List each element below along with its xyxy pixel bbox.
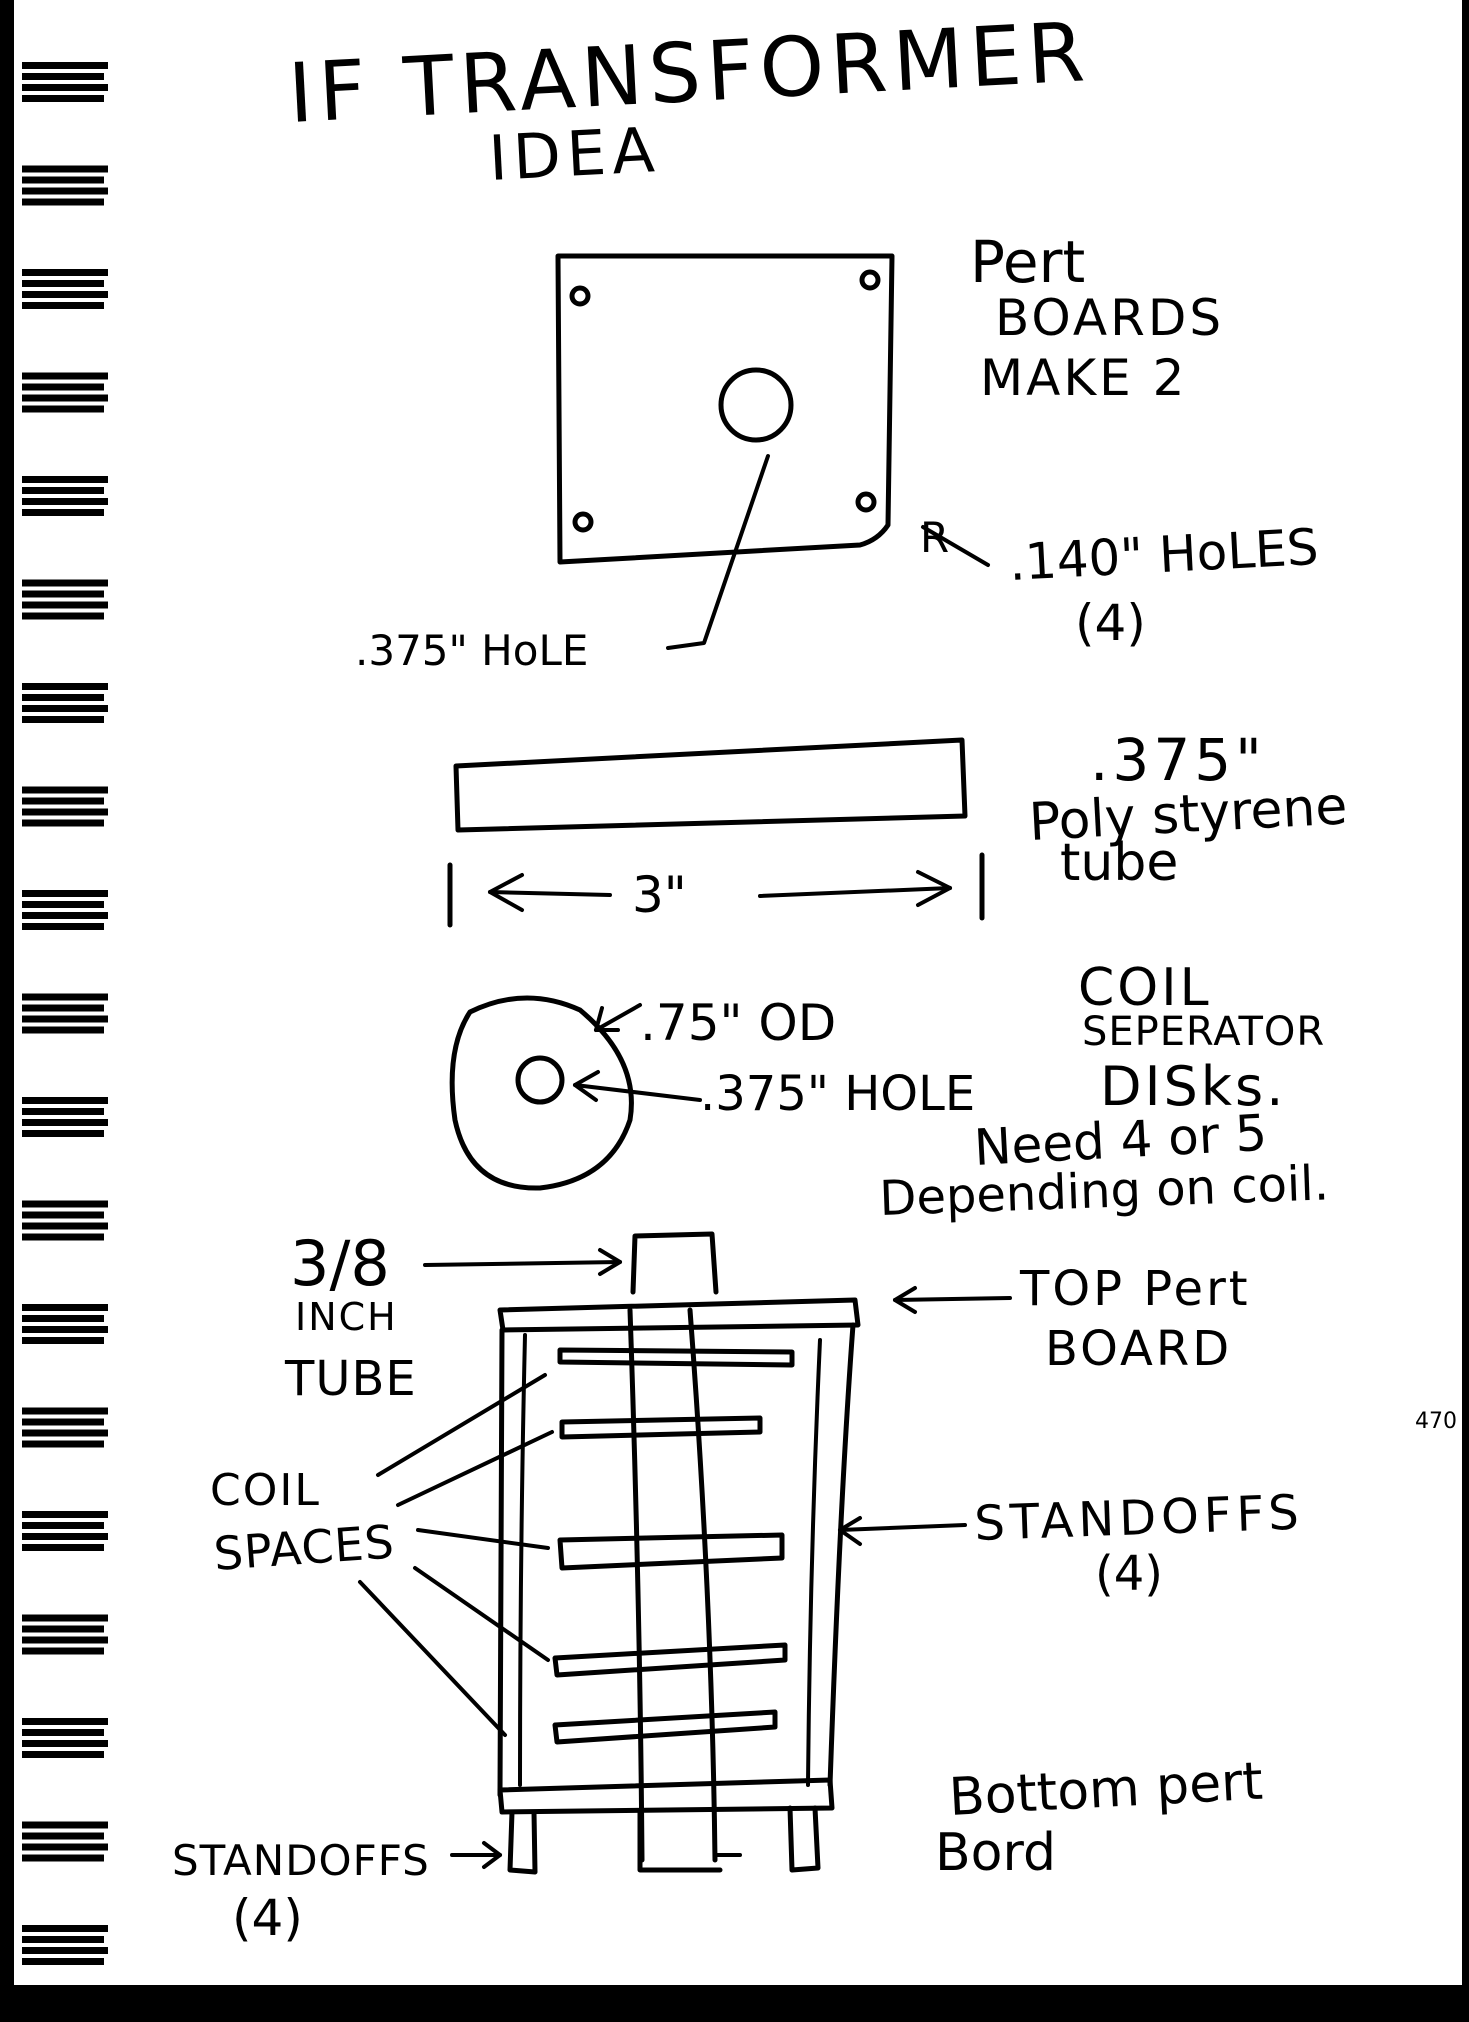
disk-hole-label: .375" HOLE	[700, 1066, 975, 1122]
disk-center-hole-icon	[515, 1055, 565, 1105]
disk-od-label: .75" OD	[640, 994, 836, 1052]
binding-ring	[22, 1407, 108, 1448]
disk-drawing	[449, 995, 702, 1191]
corner-hole-icon	[859, 269, 881, 291]
paper-left-edge	[0, 0, 14, 1985]
binding-ring	[22, 269, 108, 309]
binding-ring	[22, 786, 108, 827]
corner-holes-label-line2: (4)	[1075, 594, 1146, 652]
radius-mark: R	[920, 513, 949, 562]
binding-ring	[22, 579, 108, 620]
bottom-board-label-line1: Bottom pert	[948, 1752, 1265, 1828]
binding-ring	[22, 1821, 108, 1862]
perf-board-label-line3: MAKE 2	[980, 349, 1187, 407]
standoffs-right-label-line2: (4)	[1095, 1546, 1163, 1602]
paper-sheet	[0, 0, 1462, 1985]
bottom-board-label-line2: Bord	[935, 1823, 1056, 1883]
title-line1: IF TRANSFORMER	[286, 5, 1093, 142]
binding-ring	[22, 476, 108, 516]
assembly-tube-label-line1: 3/8	[290, 1227, 390, 1300]
binding-ring	[22, 890, 108, 930]
center-hole-icon	[718, 367, 794, 443]
binding-ring	[22, 1304, 108, 1344]
spiral-binding	[0, 0, 108, 1985]
assembly-tube-label-line2: INCH	[295, 1295, 398, 1339]
tube-drawing	[447, 737, 985, 928]
binding-ring	[22, 993, 108, 1034]
perf-board-label-line2: BOARDS	[995, 289, 1224, 347]
binding-ring	[22, 683, 108, 723]
corner-hole-icon	[569, 285, 591, 307]
disk-title-line3: DISks.	[1100, 1055, 1286, 1118]
standoffs-right-label-line1: STANDOFFS	[973, 1485, 1304, 1552]
corner-hole-icon	[572, 511, 594, 533]
corner-hole-icon	[855, 491, 877, 513]
center-hole-label: .375" HoLE	[355, 626, 588, 675]
standoffs-bottom-label-line2: (4)	[232, 1889, 303, 1947]
assembly-drawing	[358, 1231, 1012, 1875]
binding-ring	[22, 1614, 108, 1655]
binding-ring	[22, 1097, 108, 1137]
coil-spaces-label-line2: SPACES	[212, 1514, 396, 1580]
tube-label-line3: tube	[1060, 833, 1178, 893]
binding-ring	[22, 62, 108, 102]
title-line2: IDEA	[487, 113, 662, 195]
disk-note-line2: Depending on coil.	[878, 1155, 1329, 1227]
disk-title-line1: COIL	[1078, 958, 1212, 1018]
disk-title-line2: SEPERATOR	[1082, 1009, 1325, 1055]
tube-label-line1: .375"	[1090, 726, 1266, 794]
tube-length-label: 3"	[632, 866, 687, 924]
assembly-tube-label-line3: TUBE	[284, 1351, 417, 1407]
binding-ring	[22, 1718, 108, 1758]
top-board-label-line2: BOARD	[1045, 1321, 1232, 1377]
binding-ring	[22, 372, 108, 413]
binding-ring	[22, 1200, 108, 1241]
top-board-label-line1: TOP Pert	[1019, 1261, 1251, 1317]
perf-board-drawing: R	[555, 253, 990, 650]
corner-holes-label-line1: .140" HoLES	[1008, 518, 1320, 592]
coil-spaces-label-line1: COIL	[210, 1465, 321, 1516]
binding-ring	[22, 1511, 108, 1551]
standoffs-bottom-label-line1: STANDOFFS	[172, 1836, 430, 1885]
binding-ring	[22, 165, 108, 206]
margin-mark: 470	[1415, 1409, 1457, 1434]
binding-ring	[22, 1925, 108, 1965]
perf-board-label-line1: Pert	[970, 228, 1085, 296]
